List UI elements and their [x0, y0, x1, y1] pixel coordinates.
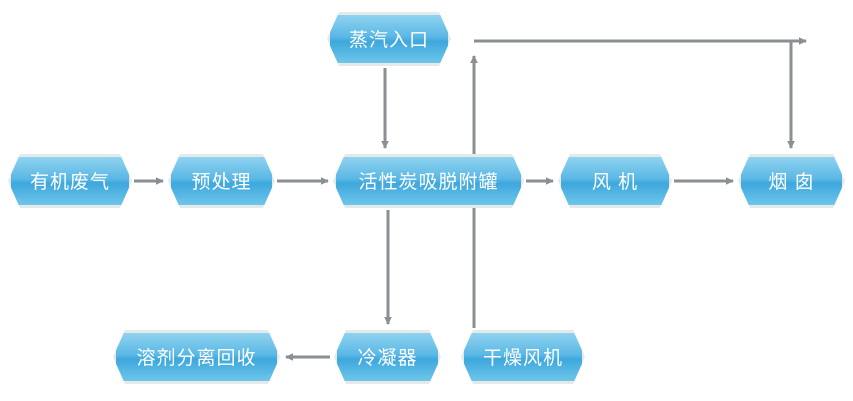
- node-label: 烟 囱: [768, 171, 815, 193]
- node-activated-carbon-tank[interactable]: 活性炭吸脱附罐: [333, 154, 524, 208]
- node-solvent-separation-recovery[interactable]: 溶剂分离回收: [113, 330, 280, 384]
- node-condenser[interactable]: 冷凝器: [334, 330, 441, 384]
- node-steam-inlet[interactable]: 蒸汽入口: [327, 12, 451, 66]
- node-label: 蒸汽入口: [348, 29, 429, 51]
- node-label: 干燥风机: [482, 347, 563, 369]
- node-fan[interactable]: 风 机: [558, 154, 672, 208]
- node-pretreatment[interactable]: 预处理: [168, 154, 275, 208]
- node-label: 冷凝器: [357, 347, 418, 369]
- node-label: 预处理: [191, 171, 252, 193]
- node-label: 有机废气: [29, 171, 110, 193]
- node-label: 溶剂分离回收: [136, 347, 257, 369]
- node-label: 风 机: [591, 171, 639, 193]
- node-chimney[interactable]: 烟 囱: [738, 154, 845, 208]
- node-label: 活性炭吸脱附罐: [358, 171, 499, 193]
- node-organic-waste-gas[interactable]: 有机废气: [8, 154, 132, 208]
- node-drying-fan[interactable]: 干燥风机: [461, 330, 585, 384]
